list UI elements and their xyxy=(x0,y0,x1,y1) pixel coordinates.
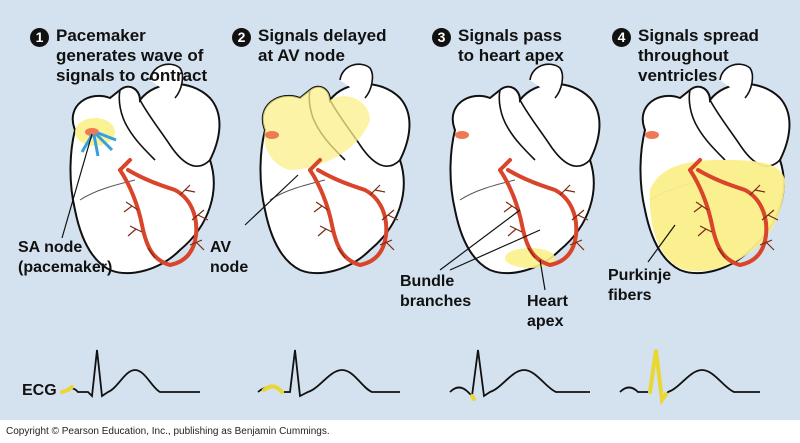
heart-apex-label: Heart apex xyxy=(527,293,568,330)
heart-2 xyxy=(259,63,411,275)
step-4-text: Signals spread throughout ventricles xyxy=(638,26,759,85)
purkinje-fibers-label: Purkinje fibers xyxy=(608,267,672,304)
ecg-label: ECG xyxy=(22,382,57,399)
step-2-number: 2 xyxy=(232,28,251,47)
heart-1 xyxy=(69,63,221,275)
step-4-number: 4 xyxy=(612,28,631,47)
step-1: 1 Pacemaker generates wave of signals to… xyxy=(30,26,207,86)
ecg-highlights xyxy=(60,349,668,406)
step-2: 2 Signals delayed at AV node xyxy=(232,26,387,66)
heart-4 xyxy=(639,63,791,275)
step-1-text: Pacemaker generates wave of signals to c… xyxy=(56,26,208,85)
copyright-notice: Copyright © Pearson Education, Inc., pub… xyxy=(6,426,330,437)
step-1-number: 1 xyxy=(30,28,49,47)
step-2-text: Signals delayed at AV node xyxy=(258,26,387,65)
av-node-label: AV node xyxy=(210,239,249,276)
bundle-branches-label: Bundle branches xyxy=(400,273,472,310)
heart-3 xyxy=(449,63,601,275)
step-4: 4 Signals spread throughout ventricles xyxy=(612,26,759,86)
step-3: 3 Signals pass to heart apex xyxy=(432,26,564,66)
sa-node-label: SA node (pacemaker) xyxy=(18,239,113,276)
step-3-number: 3 xyxy=(432,28,451,47)
step-3-text: Signals pass to heart apex xyxy=(458,26,564,65)
leader-lines xyxy=(61,133,676,291)
